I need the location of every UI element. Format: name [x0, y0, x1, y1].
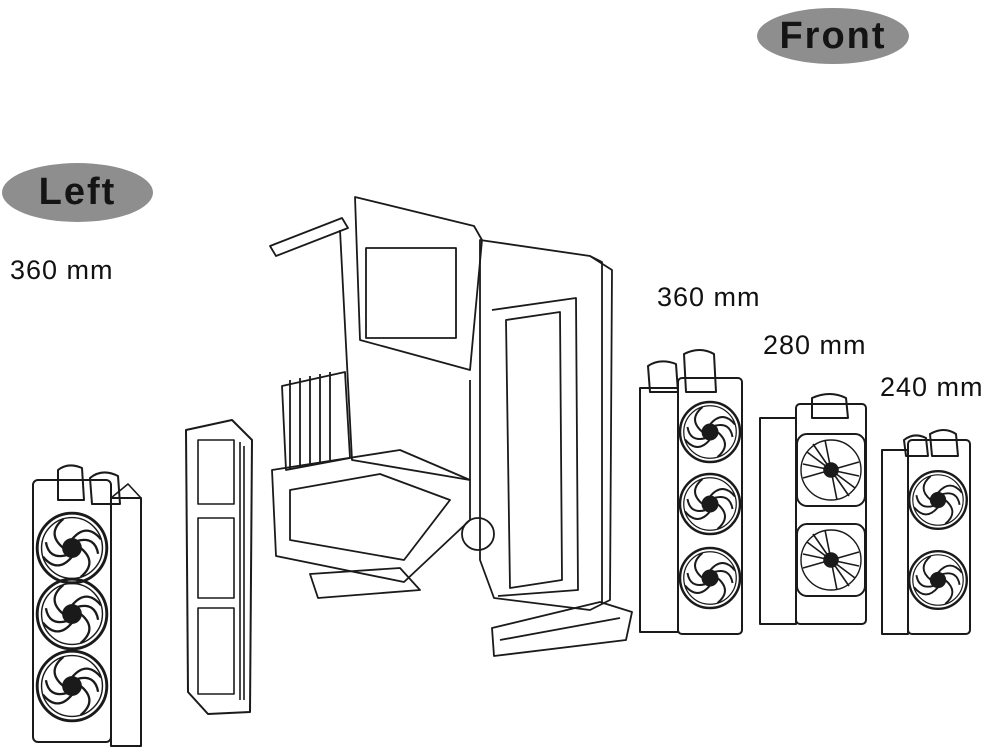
front-240-radiator	[881, 429, 971, 635]
left-radiator-size: 360 mm	[10, 255, 114, 285]
front-360-radiator	[639, 349, 743, 635]
radiator-bracket	[185, 419, 253, 715]
front-280-radiator	[759, 393, 867, 625]
front-radiator-size-280: 280 mm	[763, 330, 867, 360]
front-label: Front	[757, 8, 909, 64]
left-360-radiator	[32, 464, 142, 747]
front-radiator-size-240: 240 mm	[880, 372, 984, 402]
left-label: Left	[2, 163, 153, 222]
chassis	[269, 196, 633, 657]
front-radiator-size-360: 360 mm	[657, 282, 761, 312]
